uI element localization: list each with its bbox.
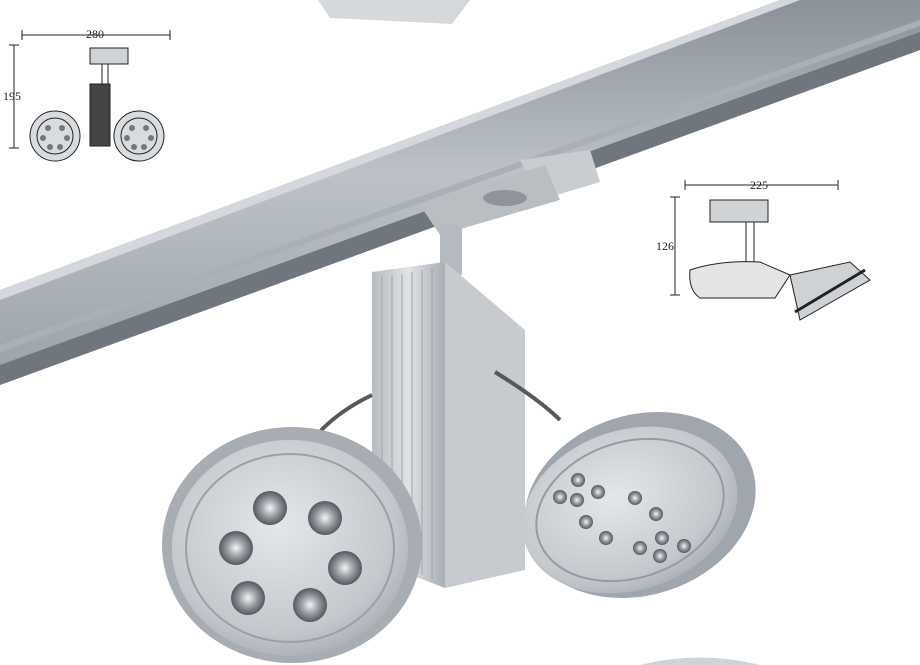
ceiling-panel [318,0,470,24]
cable-right [493,370,562,422]
side-height-label: 126 [656,239,674,253]
front-width-label: 280 [86,27,104,41]
front-height-label: 195 [3,89,21,103]
ceiling-panel-lower [640,657,760,665]
side-view-drawing [670,180,871,321]
side-width-label: 225 [750,178,768,192]
led-module-12-icon [522,411,756,599]
led-module-6-icon [162,427,422,663]
track-adapter [420,150,600,275]
front-view-drawing [9,30,171,162]
